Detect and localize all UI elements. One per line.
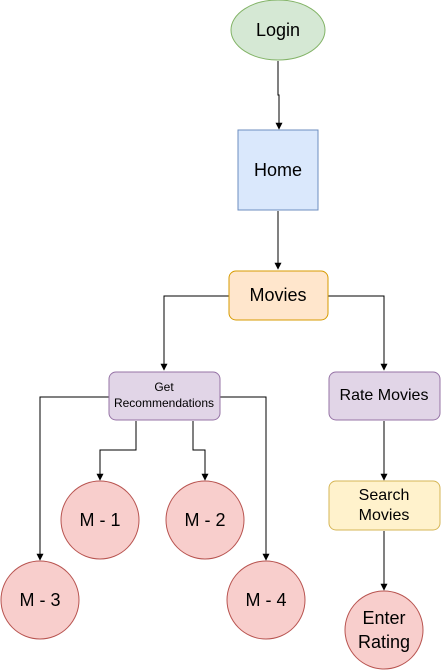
- get-recommendations-line1: Get: [154, 380, 174, 394]
- edge-recommendations-m2: [192, 421, 209, 481]
- node-m1: M - 1: [60, 480, 140, 560]
- node-search-movies: Search Movies: [328, 480, 441, 531]
- node-movies: Movies: [228, 270, 329, 321]
- m1-circle: [60, 480, 140, 560]
- enter-rating-line2: Rating: [358, 632, 410, 652]
- m2-label: M - 2: [184, 510, 225, 530]
- login-ellipse: [230, 0, 326, 61]
- search-movies-box: [328, 480, 441, 531]
- home-box: [237, 129, 319, 211]
- home-label: Home: [254, 160, 302, 180]
- node-m3: M - 3: [0, 560, 80, 640]
- get-recommendations-line2: Recommendations: [114, 396, 214, 410]
- login-label: Login: [256, 20, 300, 40]
- edge-recommendations-m4: [220, 396, 270, 561]
- edges: [36, 61, 388, 591]
- edge-recommendations-m1: [96, 421, 137, 481]
- search-movies-line2: Movies: [359, 507, 410, 524]
- edge-movies-rate: [328, 295, 388, 371]
- m3-circle: [0, 560, 80, 640]
- m3-label: M - 3: [19, 590, 60, 610]
- node-home: Home: [237, 129, 319, 211]
- node-m2: M - 2: [165, 480, 245, 560]
- enter-rating-circle: [344, 590, 424, 670]
- m4-circle: [226, 560, 306, 640]
- get-recommendations-box: [108, 371, 221, 421]
- m1-label: M - 1: [79, 510, 120, 530]
- movies-label: Movies: [249, 285, 306, 305]
- edge-login-home: [275, 61, 283, 130]
- node-enter-rating: Enter Rating: [344, 590, 424, 670]
- m4-label: M - 4: [245, 590, 286, 610]
- movies-box: [228, 270, 329, 321]
- search-movies-line1: Search: [359, 487, 410, 504]
- rate-movies-box: [328, 371, 441, 421]
- node-rate-movies: Rate Movies: [328, 371, 441, 421]
- m2-circle: [165, 480, 245, 560]
- node-login: Login: [230, 0, 326, 61]
- rate-movies-label: Rate Movies: [340, 387, 429, 404]
- enter-rating-line1: Enter: [362, 608, 405, 628]
- node-m4: M - 4: [226, 560, 306, 640]
- edge-recommendations-m3: [36, 396, 109, 561]
- edge-movies-recommendations: [160, 295, 229, 371]
- node-get-recommendations: Get Recommendations: [108, 371, 221, 421]
